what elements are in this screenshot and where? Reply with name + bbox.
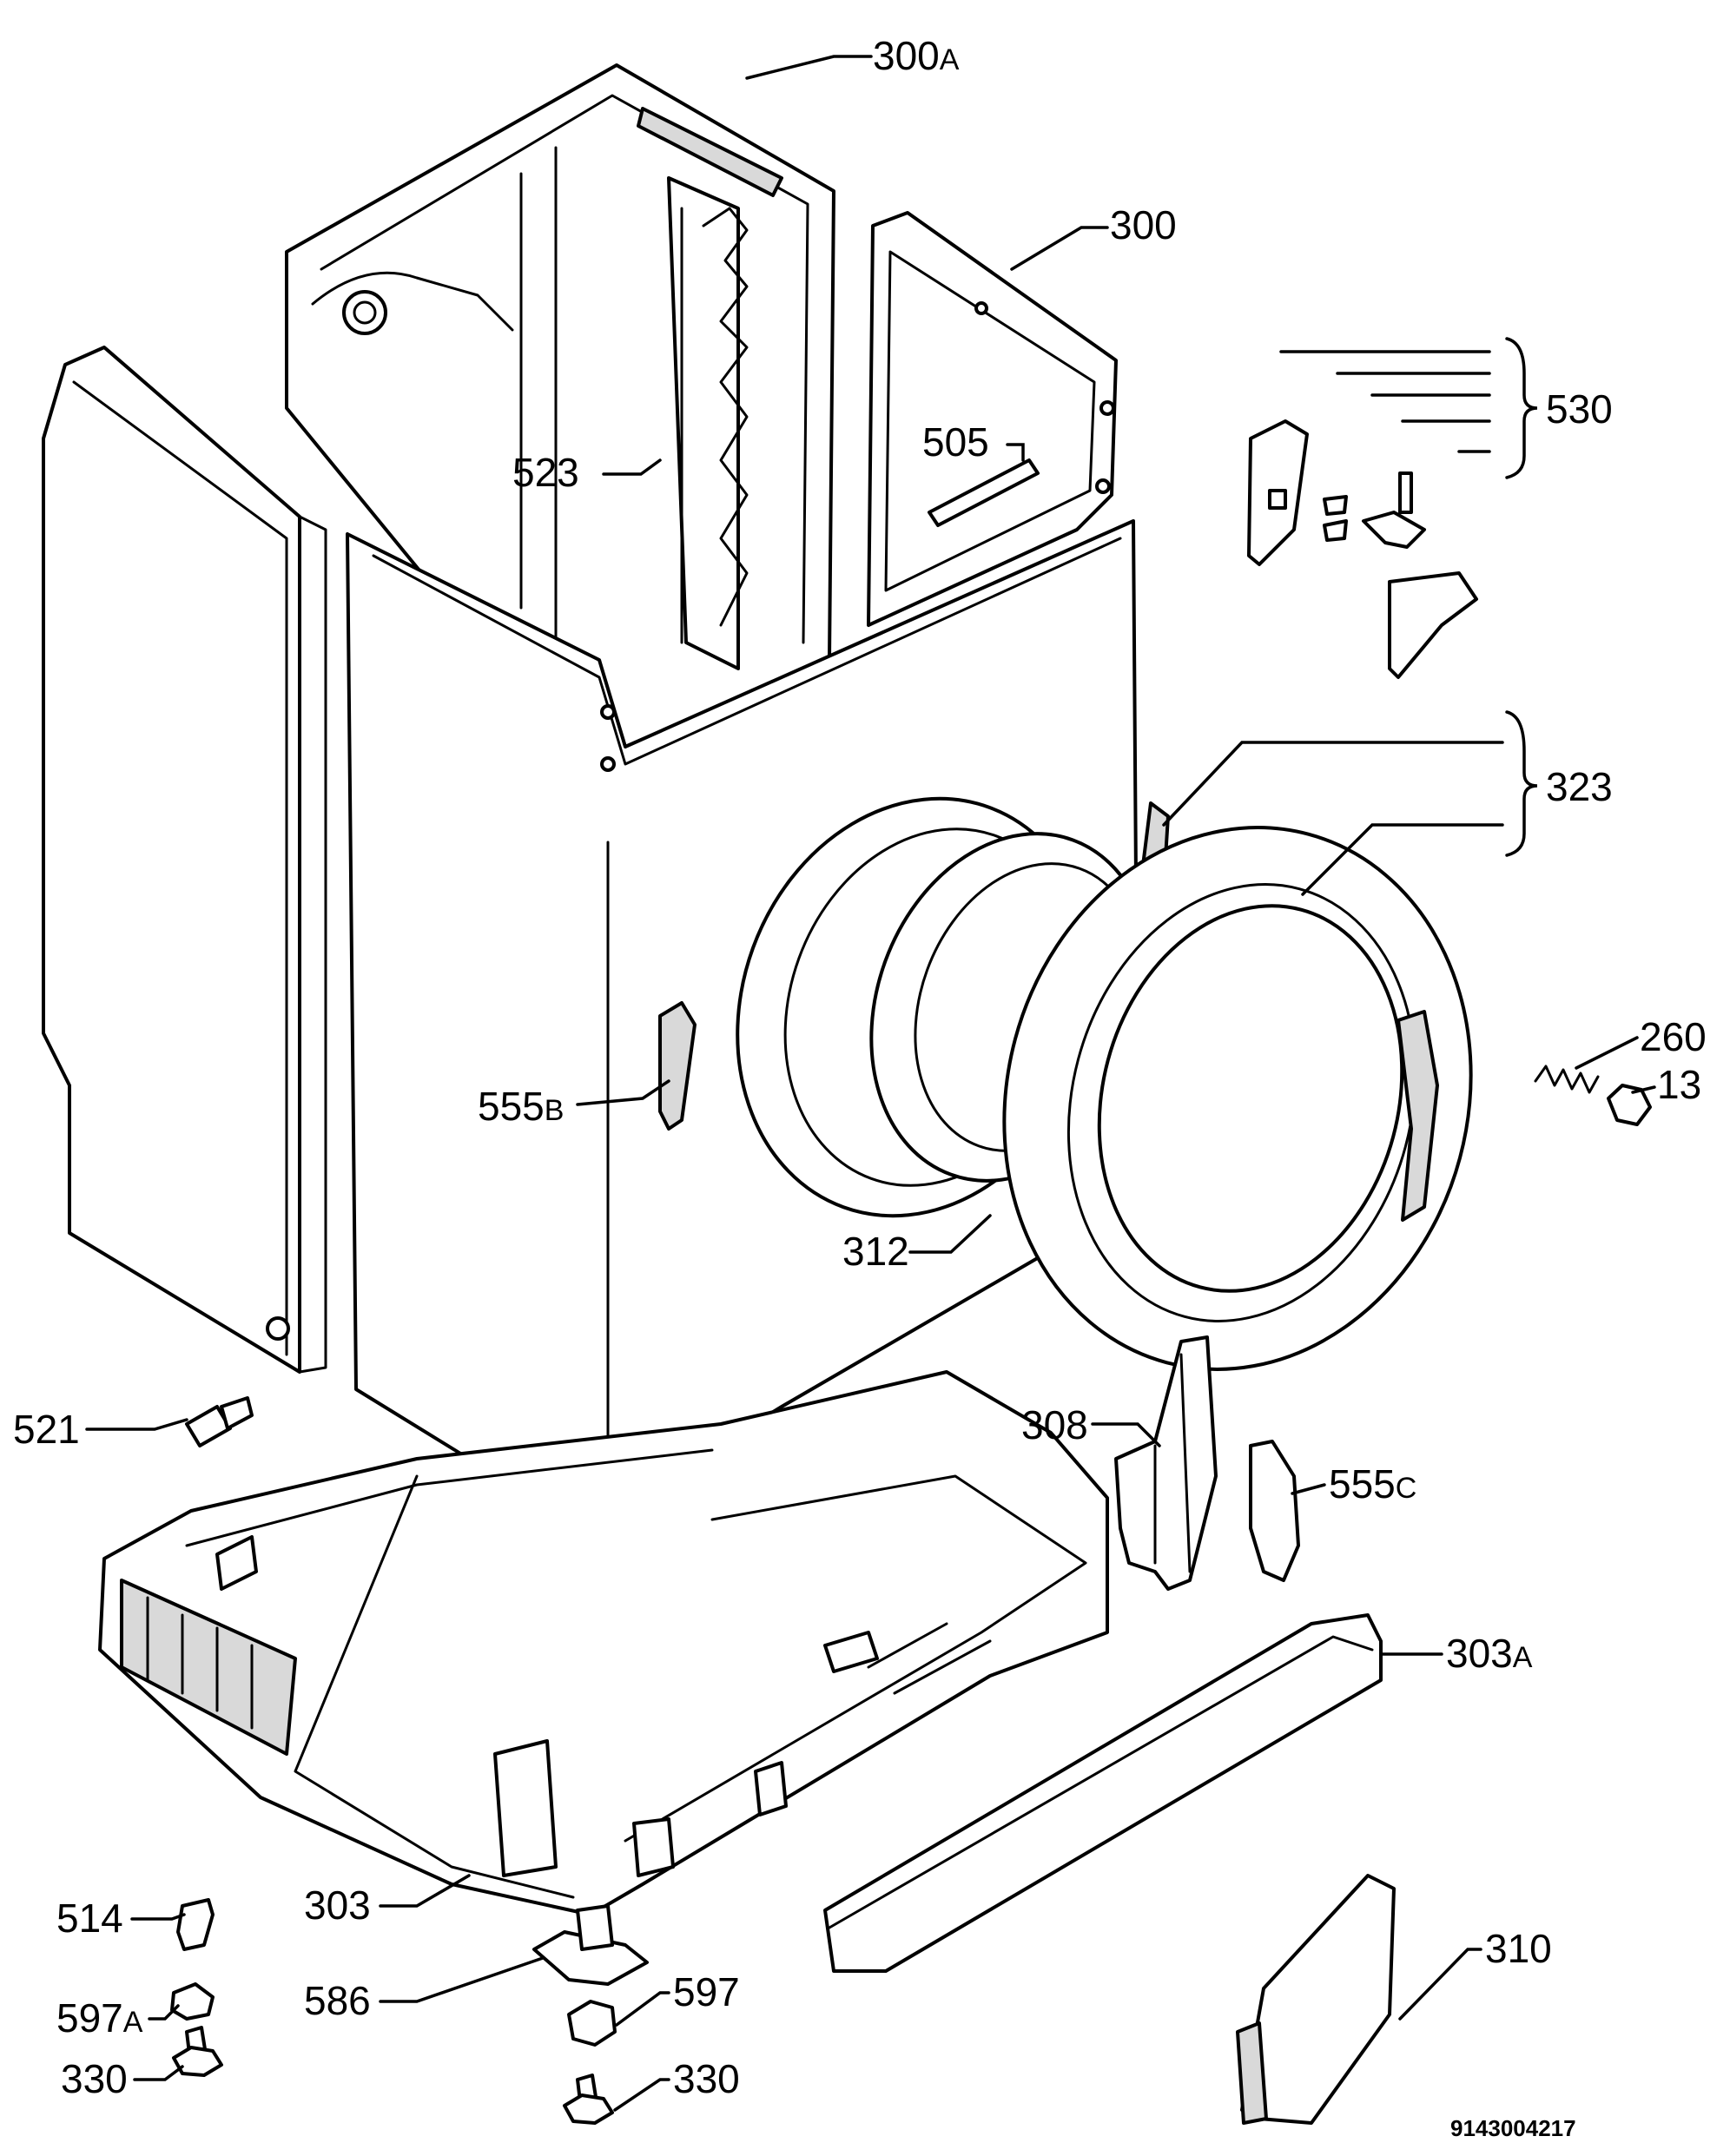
callout-labels: 300A 300 530 505 523 323 260 13 555B 312…	[13, 33, 1707, 2141]
callout-555b: 555B	[478, 1084, 564, 1129]
callout-330-bottom: 330	[673, 2056, 740, 2101]
callout-521: 521	[13, 1407, 80, 1452]
callout-514: 514	[56, 1896, 123, 1941]
callout-597: 597	[673, 1969, 740, 2014]
callout-303a: 303A	[1446, 1631, 1533, 1676]
front-door-323	[1002, 826, 1473, 1371]
callout-260: 260	[1640, 1014, 1707, 1059]
hinge-308	[1114, 1335, 1218, 1591]
callout-300a: 300A	[873, 33, 960, 78]
plinth-panel-303a	[823, 1613, 1383, 1973]
callout-312: 312	[842, 1229, 909, 1274]
screw-521	[185, 1396, 254, 1447]
callout-586: 586	[304, 1978, 371, 2023]
callout-597a: 597A	[56, 1995, 143, 2041]
callout-13: 13	[1657, 1062, 1701, 1107]
button-13	[1607, 1084, 1652, 1126]
callout-308: 308	[1021, 1402, 1088, 1447]
side-frame-300	[867, 211, 1118, 627]
spring-260	[1534, 1065, 1600, 1094]
bolt-514	[176, 1898, 215, 1951]
nut-597a	[170, 1982, 215, 2021]
callout-310: 310	[1485, 1926, 1552, 1971]
base-frame-303	[98, 1370, 1109, 1916]
nut-597	[567, 2000, 617, 2047]
callout-303: 303	[304, 1882, 371, 1928]
screw-330-left	[172, 2026, 223, 2077]
leader-lines	[85, 55, 1656, 2112]
hinge-cover-555c	[1249, 1440, 1300, 1582]
foot-586	[532, 1904, 649, 1986]
callout-323: 323	[1546, 764, 1613, 809]
left-side-panel	[42, 346, 327, 1374]
service-flap-310	[1236, 1874, 1396, 2125]
screw-330-bottom	[563, 2074, 614, 2125]
callout-523: 523	[512, 450, 579, 495]
rod-505	[928, 458, 1040, 527]
callout-330-left: 330	[61, 2056, 128, 2101]
callout-555c: 555C	[1329, 1461, 1416, 1507]
bracket-523	[667, 176, 749, 670]
callout-530: 530	[1546, 386, 1613, 432]
door-lock-parts-530	[1247, 419, 1478, 679]
callout-300: 300	[1110, 202, 1177, 247]
document-number: 9143004217	[1450, 2115, 1576, 2141]
callout-505: 505	[922, 419, 989, 465]
